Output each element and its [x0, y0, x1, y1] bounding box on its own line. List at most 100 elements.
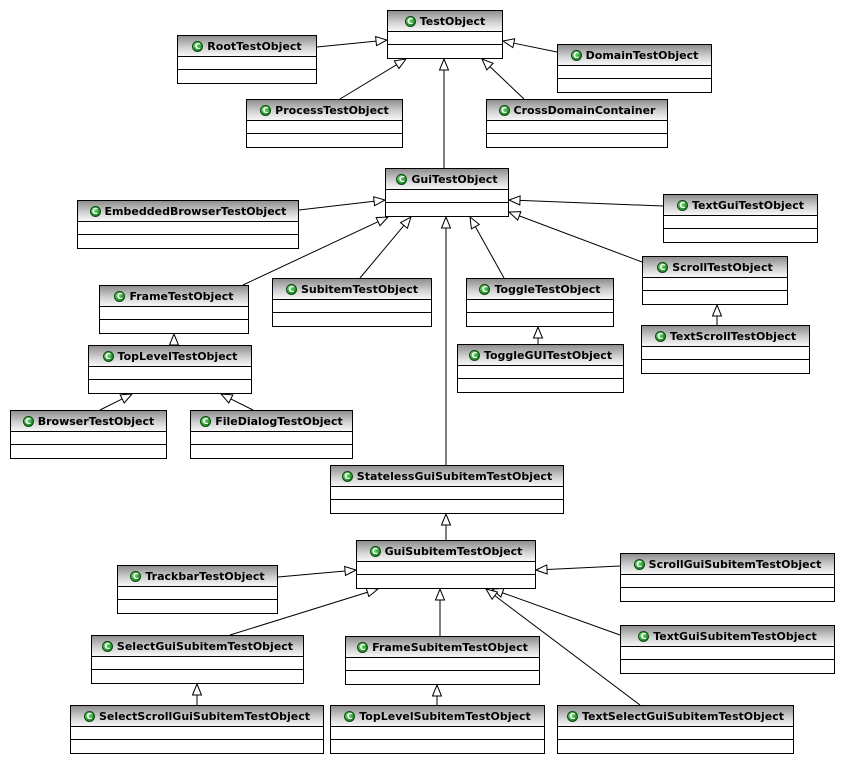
uml-operations-compartment — [273, 313, 431, 326]
uml-operations-compartment — [89, 380, 251, 393]
uml-operations-compartment — [331, 740, 544, 753]
class-icon: C — [498, 104, 510, 116]
uml-attributes-compartment — [386, 190, 508, 203]
class-icon: C — [357, 641, 369, 653]
uml-class-name: ToggleGUITestObject — [483, 348, 613, 362]
uml-operations-compartment — [621, 660, 834, 673]
uml-class-name: TextSelectGuiSubitemTestObject — [581, 709, 784, 723]
uml-attributes-compartment — [89, 367, 251, 380]
uml-attributes-compartment — [346, 658, 539, 671]
class-icon: C — [130, 570, 142, 582]
uml-attributes-compartment — [178, 57, 316, 70]
uml-class-name: ToggleTestObject — [494, 282, 601, 296]
uml-attributes-compartment — [11, 432, 166, 445]
uml-operations-compartment — [558, 79, 711, 92]
generalization-edge-ToggleTestObject-to-GuiTestObject — [469, 215, 505, 279]
uml-class-name: FrameSubitemTestObject — [372, 640, 528, 654]
class-icon: C — [192, 40, 204, 52]
uml-attributes-compartment — [118, 587, 277, 600]
uml-class-name: ProcessTestObject — [275, 103, 389, 117]
uml-class-name: ScrollGuiSubitemTestObject — [648, 557, 822, 571]
uml-operations-compartment — [247, 134, 402, 147]
class-icon: C — [114, 290, 126, 302]
uml-operations-compartment — [71, 740, 323, 753]
generalization-edge-GuiSubitemTestObject-to-StatelessGuiSubitemTestObject — [440, 512, 452, 540]
generalization-edge-TopLevelSubitemTestObject-to-FrameSubitemTestObject — [431, 683, 443, 705]
generalization-edge-TrackbarTestObject-to-GuiSubitemTestObject — [277, 565, 358, 578]
uml-class-name: TextGuiSubitemTestObject — [653, 629, 817, 643]
uml-attributes-compartment — [621, 575, 834, 588]
uml-attributes-compartment — [487, 121, 667, 134]
uml-class-name: GuiTestObject — [411, 172, 498, 186]
uml-operations-compartment — [487, 134, 667, 147]
uml-class-name: EmbeddedBrowserTestObject — [104, 204, 287, 218]
generalization-edge-ToggleGUITestObject-to-ToggleTestObject — [532, 325, 544, 344]
class-icon: C — [396, 173, 408, 185]
uml-operations-compartment — [643, 291, 787, 304]
uml-attributes-compartment — [78, 222, 298, 235]
uml-class-name: TextGuiTestObject — [691, 198, 805, 212]
uml-operations-compartment — [642, 360, 809, 373]
generalization-edge-TextGuiSubitemTestObject-to-GuiSubitemTestObject — [490, 587, 621, 636]
uml-class-name: SelectGuiSubitemTestObject — [116, 639, 294, 653]
generalization-edge-TextScrollTestObject-to-ScrollTestObject — [711, 303, 723, 325]
uml-class-name: SelectScrollGuiSubitemTestObject — [98, 709, 311, 723]
generalization-edge-TextGuiTestObject-to-GuiTestObject — [507, 195, 664, 207]
uml-attributes-compartment — [71, 727, 323, 740]
